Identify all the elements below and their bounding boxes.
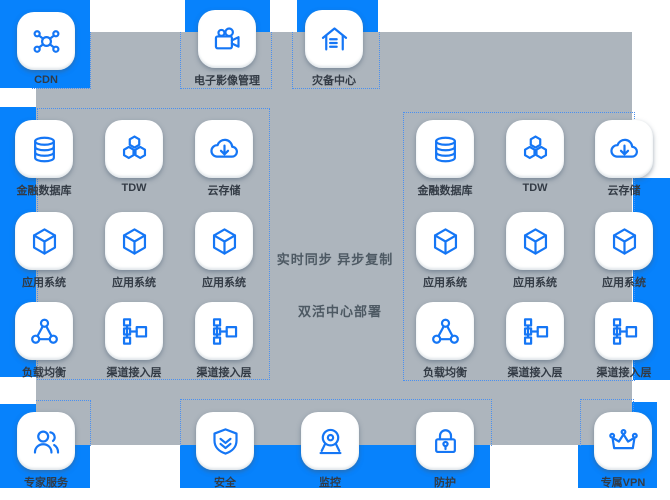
app-system-label: 应用系统 (22, 277, 66, 289)
channel-access-tile (595, 302, 653, 360)
video-camera-icon (211, 23, 244, 56)
dedicated-vpn-label: 专属VPN (600, 477, 646, 489)
app-system-label: 应用系统 (202, 277, 246, 289)
disaster-center-tile (305, 10, 363, 68)
cdn-tile (17, 12, 75, 70)
lock-icon (429, 425, 462, 458)
cloud-storage-label: 云存储 (207, 185, 241, 197)
channel-access-label: 渠道接入层 (507, 367, 563, 379)
cloud-download-icon (208, 133, 241, 166)
database-icon (429, 133, 462, 166)
channel-tree-icon (208, 315, 241, 348)
cdn-network-icon (30, 25, 63, 58)
load-balancer-icon (28, 315, 61, 348)
financial-database-label: 金融数据库 (16, 185, 72, 197)
app-system-tile (506, 212, 564, 270)
cube-icon (208, 225, 241, 258)
load-balance-tile (416, 302, 474, 360)
protection-label: 防护 (434, 477, 456, 489)
load-balance-tile (15, 302, 73, 360)
cube-icon (118, 225, 151, 258)
financial-database-tile (15, 120, 73, 178)
cloud-storage-tile (595, 120, 653, 178)
hexagons-icon (519, 133, 552, 166)
expert-service-tile (17, 412, 75, 470)
disaster-center-label: 灾备中心 (312, 75, 356, 87)
channel-access-label: 渠道接入层 (196, 367, 252, 379)
dashed-box-expert-service (36, 400, 91, 446)
users-icon (30, 425, 63, 458)
protection-tile (416, 412, 474, 470)
channel-access-label: 渠道接入层 (596, 367, 652, 379)
app-system-label: 应用系统 (112, 277, 156, 289)
house-icon (318, 23, 351, 56)
app-system-tile (595, 212, 653, 270)
sync-mode-label: 实时同步 异步复制 (276, 252, 394, 267)
financial-database-tile (416, 120, 474, 178)
cube-icon (429, 225, 462, 258)
load-balance-label: 负载均衡 (22, 367, 66, 379)
tdw-tile (506, 120, 564, 178)
cube-icon (519, 225, 552, 258)
cloud-storage-label: 云存储 (607, 185, 641, 197)
security-tile (196, 412, 254, 470)
channel-access-tile (506, 302, 564, 360)
app-system-tile (105, 212, 163, 270)
cdn-label: CDN (34, 74, 58, 86)
monitoring-label: 监控 (319, 477, 341, 489)
image-management-tile (198, 10, 256, 68)
dashed-box-image-management (180, 32, 272, 89)
hexagons-icon (118, 133, 151, 166)
channel-access-tile (195, 302, 253, 360)
app-system-tile (195, 212, 253, 270)
tdw-label: TDW (121, 182, 147, 194)
deploy-mode-label: 双活中心部署 (297, 304, 383, 319)
shield-check-icon (209, 425, 242, 458)
channel-tree-icon (608, 315, 641, 348)
app-system-label: 应用系统 (602, 277, 646, 289)
image-management-label: 电子影像管理 (194, 75, 260, 87)
financial-database-label: 金融数据库 (417, 185, 473, 197)
cube-icon (608, 225, 641, 258)
load-balance-label: 负载均衡 (423, 367, 467, 379)
load-balancer-icon (429, 315, 462, 348)
dedicated-vpn-tile (594, 412, 652, 470)
channel-access-tile (105, 302, 163, 360)
dashed-box-cdn (32, 32, 91, 89)
database-icon (28, 133, 61, 166)
dashed-box-disaster-center (292, 32, 380, 89)
tdw-label: TDW (522, 182, 548, 194)
channel-tree-icon (519, 315, 552, 348)
app-system-label: 应用系统 (513, 277, 557, 289)
crown-icon (607, 425, 640, 458)
dashed-box-security-monitoring (180, 399, 492, 446)
cube-icon (28, 225, 61, 258)
channel-tree-icon (118, 315, 151, 348)
expert-service-label: 专家服务 (24, 477, 68, 489)
cloud-storage-tile (195, 120, 253, 178)
cloud-download-icon (608, 133, 641, 166)
monitoring-tile (301, 412, 359, 470)
tdw-tile (105, 120, 163, 178)
app-system-tile (416, 212, 474, 270)
channel-access-label: 渠道接入层 (106, 367, 162, 379)
app-system-tile (15, 212, 73, 270)
app-system-label: 应用系统 (423, 277, 467, 289)
security-label: 安全 (214, 477, 236, 489)
webcam-icon (314, 425, 347, 458)
